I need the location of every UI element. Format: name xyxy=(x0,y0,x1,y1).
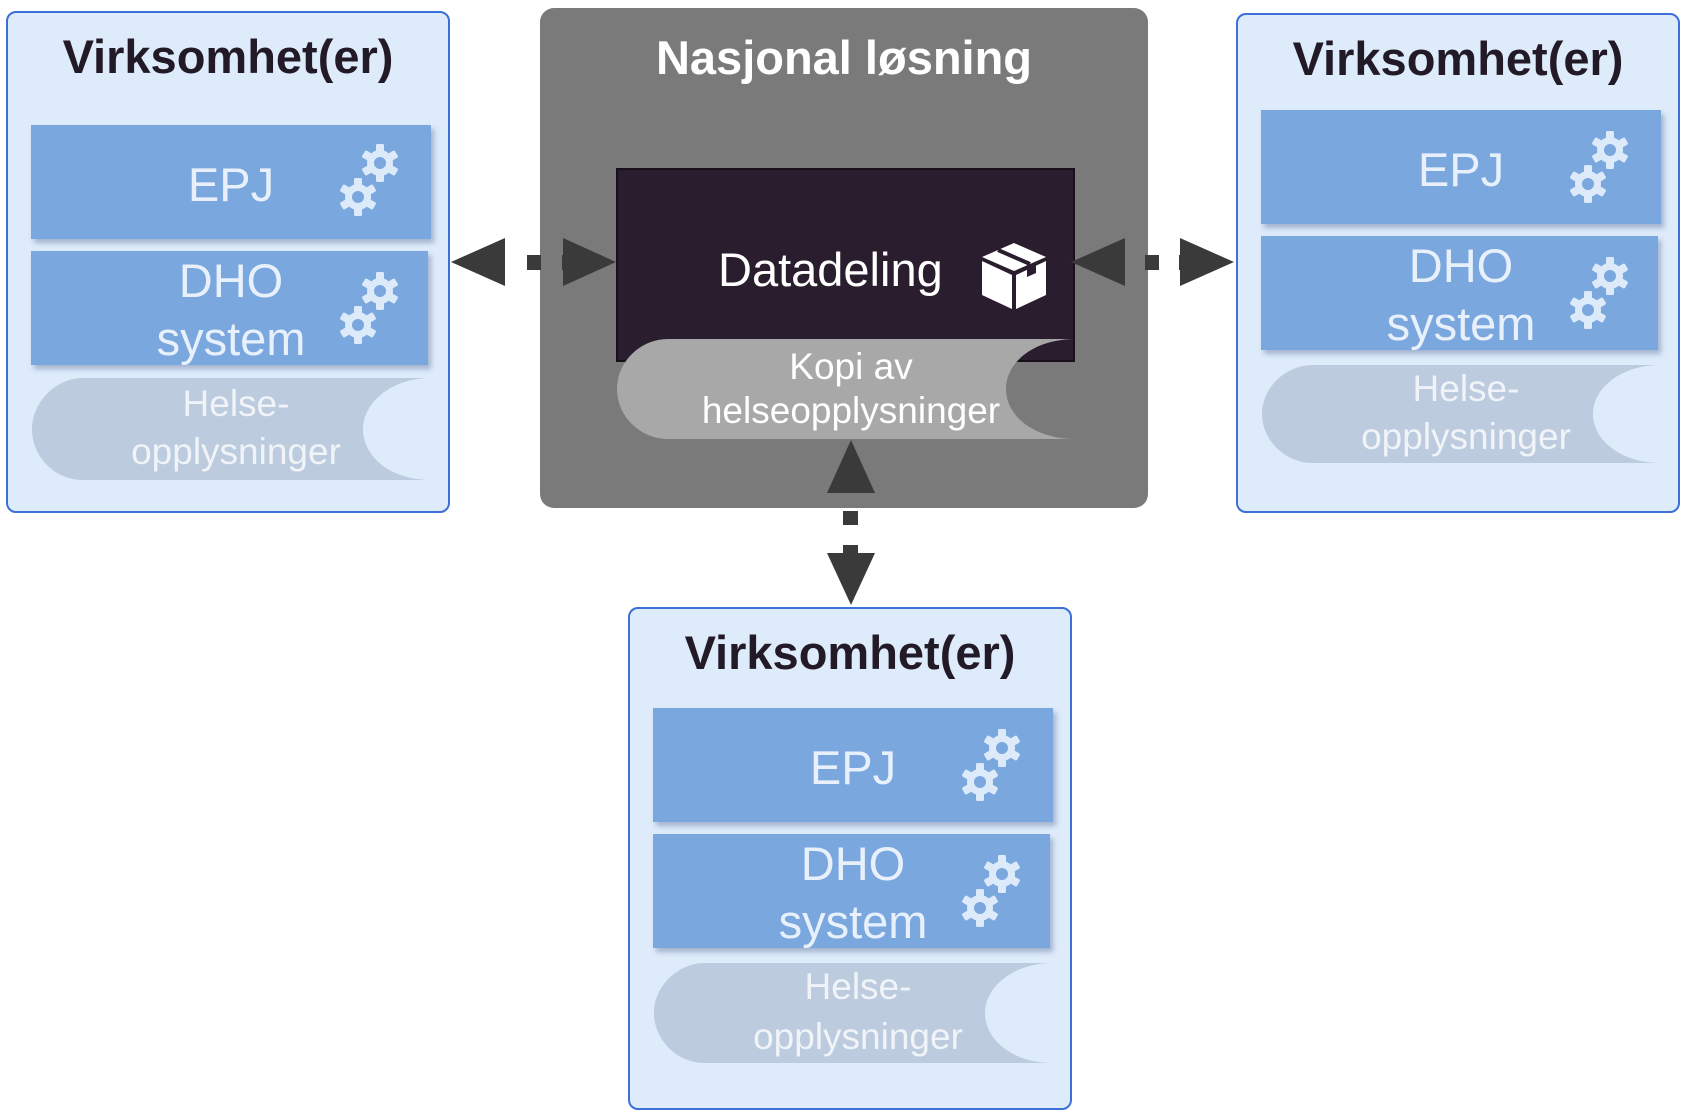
gears-icon xyxy=(336,263,408,353)
organization-left: Virksomhet(er) EPJ DHO system Helse- opp… xyxy=(6,11,450,513)
dho-system: DHO system xyxy=(31,251,428,365)
epj-label: EPJ xyxy=(809,741,897,794)
national-title: Nasjonal løsning xyxy=(655,31,1033,84)
store-label-line2: opplysninger xyxy=(131,431,341,472)
gears-icon xyxy=(336,135,408,225)
organization-title: Virksomhet(er) xyxy=(684,626,1016,679)
organization-right: Virksomhet(er) EPJ DHO system Helse- opp… xyxy=(1236,13,1680,513)
package-icon xyxy=(976,237,1052,313)
dho-label-line2: system xyxy=(156,312,306,365)
dho-label-line1: DHO xyxy=(178,254,284,307)
organization-title: Virksomhet(er) xyxy=(1292,32,1624,85)
datadeling-label: Datadeling xyxy=(718,243,943,296)
health-data-copy-store: Kopi av helseopplysninger xyxy=(616,338,1076,440)
store-label-line2: opplysninger xyxy=(1361,416,1571,457)
dho-label-line1: DHO xyxy=(1408,239,1514,292)
store-label-line1: Helse- xyxy=(1412,368,1520,409)
dho-system: DHO system xyxy=(1261,236,1658,350)
datadeling-service: Datadeling xyxy=(616,168,1075,362)
store-label-line1: Helse- xyxy=(804,966,912,1007)
copy-store-line2: helseopplysninger xyxy=(701,390,1001,431)
store-label-line1: Helse- xyxy=(182,383,290,424)
epj-system: EPJ xyxy=(653,708,1053,822)
dho-label-line1: DHO xyxy=(800,837,906,890)
gears-icon xyxy=(1566,122,1638,212)
health-data-store: Helse- opplysninger xyxy=(1261,364,1661,464)
health-data-store: Helse- opplysninger xyxy=(653,962,1053,1064)
epj-label: EPJ xyxy=(187,158,275,211)
epj-system: EPJ xyxy=(1261,110,1661,224)
copy-store-line1: Kopi av xyxy=(789,346,913,387)
organization-bottom: Virksomhet(er) EPJ DHO system Helse- opp… xyxy=(628,607,1072,1110)
gears-icon xyxy=(958,720,1030,810)
gears-icon xyxy=(1566,248,1638,338)
gears-icon xyxy=(958,846,1030,936)
epj-system: EPJ xyxy=(31,125,431,239)
dho-label-line2: system xyxy=(778,895,928,948)
national-solution: Nasjonal løsning Datadeling Kopi av hels… xyxy=(540,8,1148,508)
dho-system: DHO system xyxy=(653,834,1050,948)
store-label-line2: opplysninger xyxy=(753,1016,963,1057)
organization-title: Virksomhet(er) xyxy=(62,30,394,83)
health-data-store: Helse- opplysninger xyxy=(31,377,431,481)
dho-label-line2: system xyxy=(1386,297,1536,350)
epj-label: EPJ xyxy=(1417,143,1505,196)
